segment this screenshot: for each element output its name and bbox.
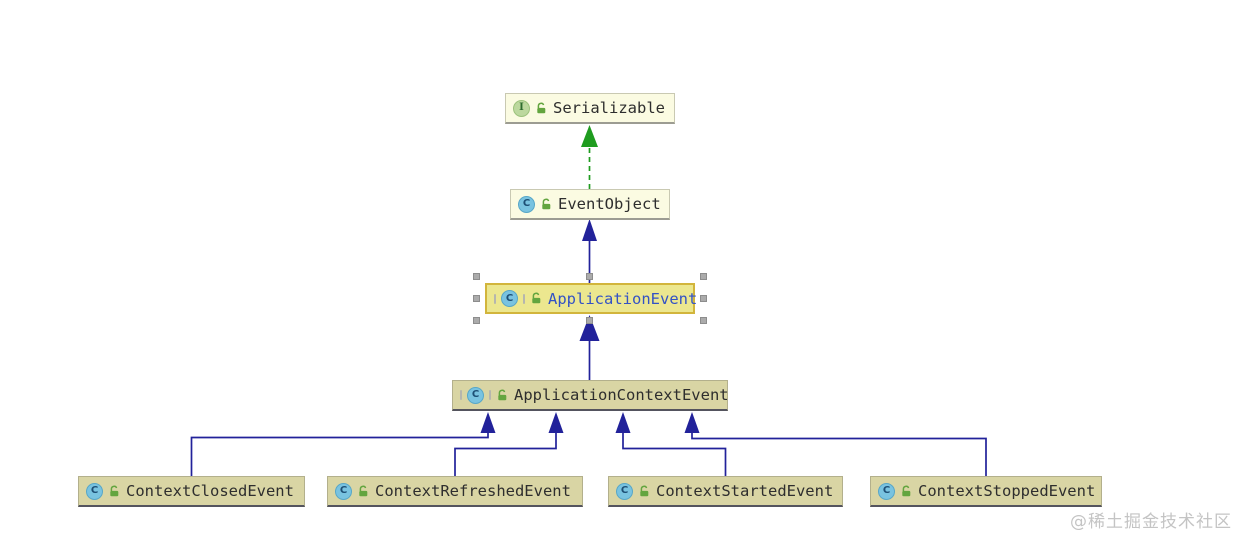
node-serializable[interactable]: I Serializable: [505, 93, 675, 124]
public-lock-icon: [540, 198, 553, 211]
node-label: Serializable: [553, 99, 665, 117]
node-applicationcontextevent[interactable]: C ApplicationContextEvent: [452, 380, 729, 411]
selection-handle[interactable]: [586, 317, 593, 324]
public-lock-icon: [900, 485, 913, 498]
selection-handle[interactable]: [473, 294, 480, 302]
public-lock-icon: [496, 389, 509, 402]
interface-icon: I: [513, 99, 530, 117]
selection-handle[interactable]: [700, 294, 707, 302]
node-contextstartedevent[interactable]: C ContextStartedEvent: [608, 476, 843, 507]
abstract-marker: [489, 390, 491, 400]
node-label: ContextClosedEvent: [126, 482, 294, 500]
class-icon: C: [86, 482, 103, 500]
public-lock-icon: [357, 485, 370, 498]
edge-eventobject-serializable[interactable]: [581, 125, 598, 189]
node-label: ApplicationContextEvent: [514, 386, 729, 404]
public-lock-icon: [638, 485, 651, 498]
selection-handle[interactable]: [700, 273, 707, 280]
node-contextclosedevent[interactable]: C ContextClosedEvent: [78, 476, 305, 507]
class-icon: C: [518, 195, 535, 213]
class-icon: C: [878, 482, 895, 500]
selection-handle[interactable]: [473, 317, 480, 324]
node-eventobject[interactable]: C EventObject: [510, 189, 670, 220]
node-label: ContextStartedEvent: [656, 482, 834, 500]
public-lock-icon: [108, 485, 121, 498]
edge-contextrefreshedevent-applicationcontextevent[interactable]: [454, 412, 564, 476]
selection-handle[interactable]: [586, 273, 593, 280]
abstract-marker: [494, 293, 496, 304]
selection-handle[interactable]: [700, 317, 707, 324]
abstract-class-icon: C: [467, 386, 484, 404]
abstract-class-icon: C: [501, 290, 518, 307]
node-label: ApplicationEvent: [548, 289, 698, 308]
abstract-marker: [523, 293, 525, 304]
node-contextrefreshedevent[interactable]: C ContextRefreshedEvent: [327, 476, 583, 507]
class-icon: C: [616, 482, 633, 500]
node-contextstoppedevent[interactable]: C ContextStoppedEvent: [870, 476, 1102, 507]
edge-contextstoppedevent-applicationcontextevent[interactable]: [684, 412, 987, 476]
edge-contextstartedevent-applicationcontextevent[interactable]: [615, 412, 727, 476]
node-label: ContextRefreshedEvent: [375, 482, 571, 500]
node-label: EventObject: [558, 195, 661, 213]
node-applicationevent[interactable]: C ApplicationEvent: [473, 273, 707, 324]
class-icon: C: [335, 482, 352, 500]
node-label: ContextStoppedEvent: [918, 482, 1096, 500]
watermark: @稀土掘金技术社区: [1070, 512, 1232, 532]
edge-applicationcontextevent-applicationevent[interactable]: [579, 315, 600, 380]
selection-handle[interactable]: [473, 273, 480, 280]
abstract-marker: [460, 390, 462, 400]
edge-contextclosedevent-applicationcontextevent[interactable]: [190, 412, 496, 476]
public-lock-icon: [530, 292, 543, 305]
public-lock-icon: [535, 102, 548, 115]
